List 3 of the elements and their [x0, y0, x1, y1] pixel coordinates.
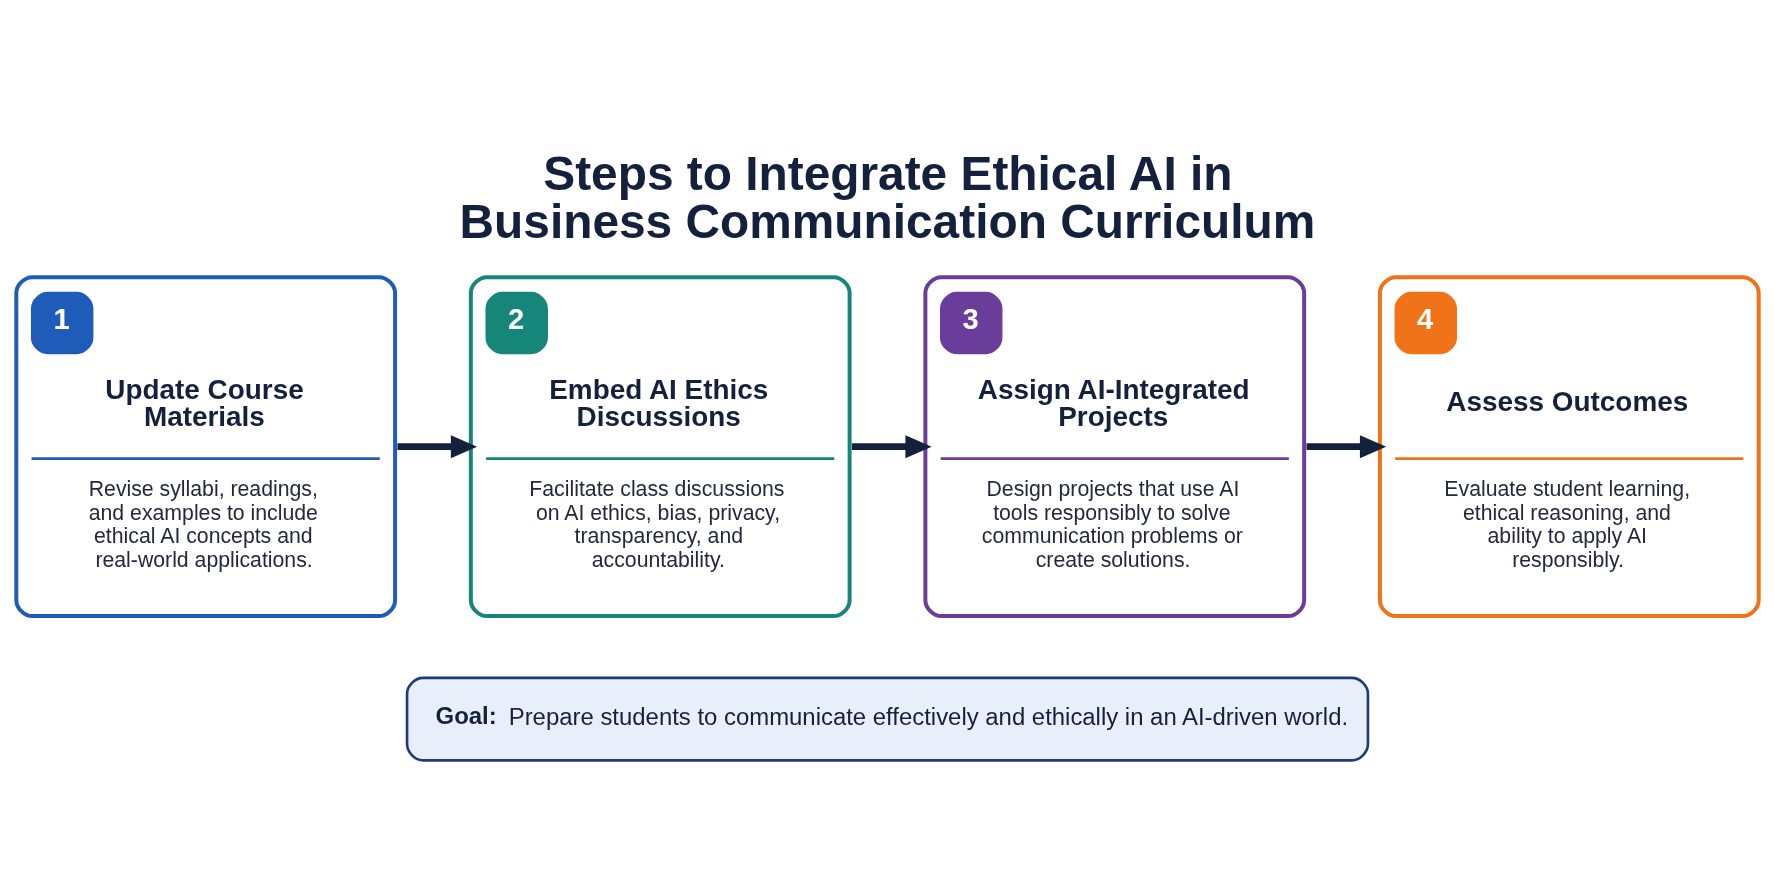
- arrow: [851, 434, 932, 458]
- arrow: [396, 434, 477, 458]
- diagram-title: Steps to Integrate Ethical AI in Business Communication Curriculum: [459, 146, 1315, 248]
